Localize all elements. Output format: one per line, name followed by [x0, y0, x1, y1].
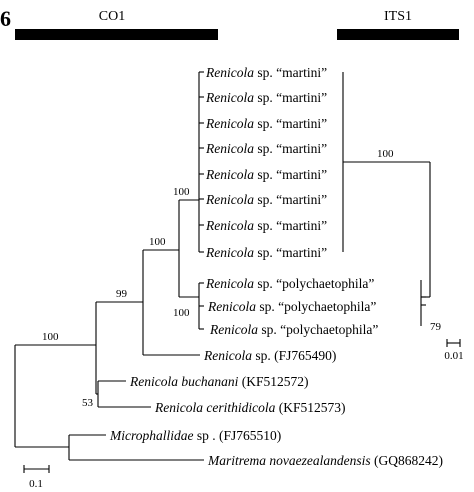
- taxon-label: Renicola sp. “martini”: [205, 141, 327, 156]
- co1-support-values: 100 100 100 99 100 53: [42, 186, 190, 409]
- taxon-label: Renicola sp. “martini”: [205, 218, 327, 233]
- support-value: 100: [149, 236, 166, 248]
- taxon-label: Renicola sp. “martini”: [205, 245, 327, 260]
- its1-tree: 100 79: [342, 72, 442, 333]
- its1-scale-bar: 0.01: [444, 339, 464, 362]
- support-value: 100: [42, 331, 59, 343]
- co1-region-bar: [15, 29, 218, 40]
- scale-label: 0.01: [444, 350, 463, 362]
- support-value: 100: [377, 148, 394, 160]
- taxon-label: Renicola buchanani (KF512572): [129, 374, 308, 389]
- co1-taxon-labels: Renicola sp. “martini” Renicola sp. “mar…: [109, 65, 443, 468]
- its1-region-bar: [337, 29, 459, 40]
- taxon-label: Renicola sp. “martini”: [205, 192, 327, 207]
- taxon-label: Renicola sp. “polychaetophila”: [207, 299, 376, 314]
- taxon-label: Renicola sp. “polychaetophila”: [209, 322, 378, 337]
- taxon-label: Renicola sp. “martini”: [205, 167, 327, 182]
- taxon-label: Renicola sp. “martini”: [205, 65, 327, 80]
- scale-label: 0.1: [29, 478, 43, 490]
- taxon-label: Maritrema novaezealandensis (GQ868242): [207, 453, 443, 468]
- co1-header: CO1: [99, 9, 125, 24]
- support-value: 100: [173, 307, 190, 319]
- co1-scale-bar: 0.1: [23, 465, 50, 490]
- its1-header: ITS1: [384, 9, 412, 24]
- taxon-label: Renicola cerithidicola (KF512573): [154, 400, 345, 415]
- taxon-label: Microphallidae sp . (FJ765510): [109, 428, 281, 443]
- support-value: 53: [82, 397, 94, 409]
- taxon-label: Renicola sp. (FJ765490): [203, 348, 336, 363]
- co1-tree-branches: [14, 71, 204, 461]
- taxon-label: Renicola sp. “martini”: [205, 90, 327, 105]
- taxon-label: Renicola sp. “polychaetophila”: [205, 276, 374, 291]
- taxon-label: Renicola sp. “martini”: [205, 116, 327, 131]
- support-value: 79: [430, 321, 442, 333]
- support-value: 100: [173, 186, 190, 198]
- panel-label: 6: [0, 6, 11, 31]
- support-value: 99: [116, 288, 128, 300]
